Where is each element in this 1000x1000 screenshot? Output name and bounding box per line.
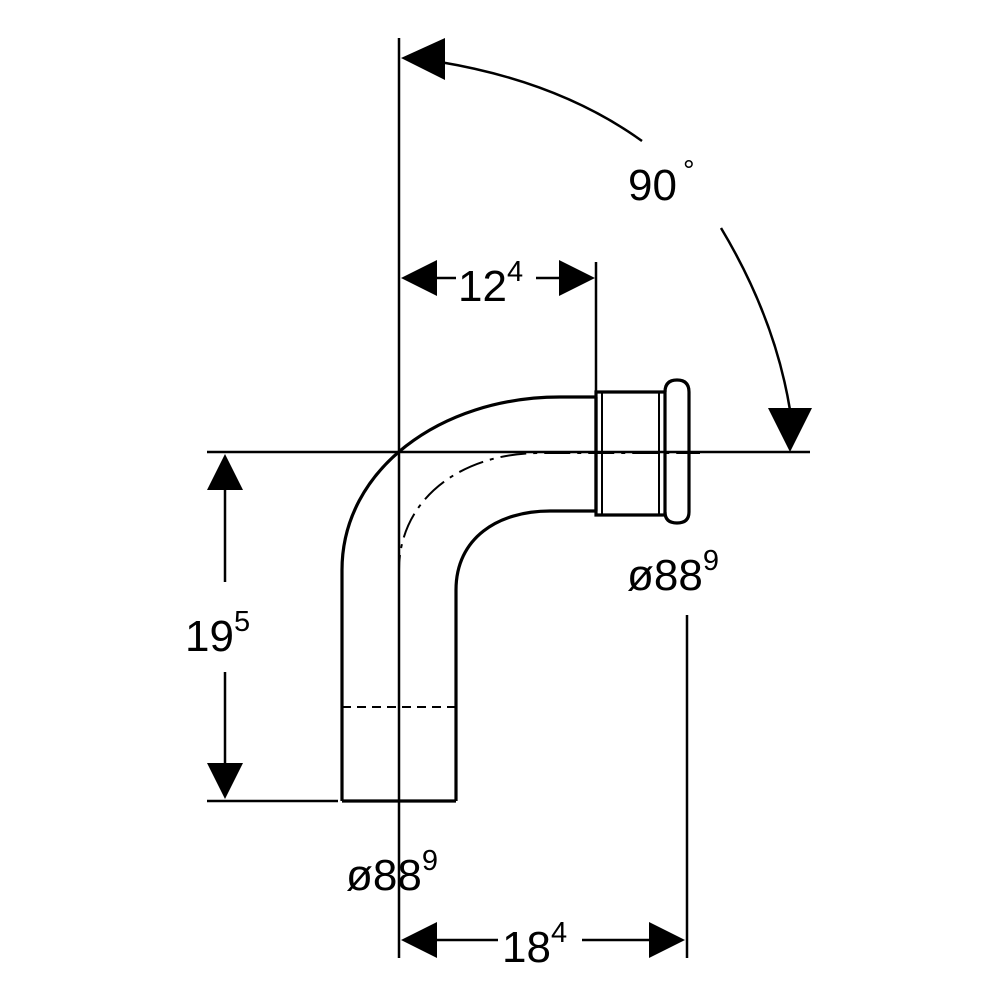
top-offset-dimension	[401, 260, 595, 296]
bottom-offset-dimension	[401, 922, 685, 958]
angle-arc-lower	[719, 227, 792, 411]
diameter-right-value: ø88	[627, 551, 703, 600]
height-arrow-bottom	[207, 763, 243, 799]
angle-arc-upper	[439, 60, 643, 143]
pipe-outer-wall	[340, 395, 596, 801]
pipe-bend	[340, 395, 596, 803]
angle-unit: °	[683, 155, 695, 187]
diameter-bottom-superscript: 9	[422, 845, 438, 877]
angle-arrow-top	[401, 38, 445, 80]
top-offset-value: 12	[458, 262, 507, 311]
top-offset-superscript: 4	[507, 256, 523, 288]
pipe-inner-wall	[454, 509, 596, 801]
top-offset-label: 124	[458, 256, 523, 311]
bottom-offset-arrow-right	[649, 922, 685, 958]
bottom-offset-label: 184	[502, 917, 567, 972]
top-offset-arrow-right	[559, 260, 595, 296]
diameter-bottom-label: ø889	[346, 845, 438, 900]
height-dimension	[207, 454, 243, 799]
height-superscript: 5	[234, 606, 250, 638]
diameter-bottom-value: ø88	[346, 851, 422, 900]
bottom-offset-arrow-left	[401, 922, 437, 958]
height-label: 195	[185, 606, 250, 661]
angle-label: 90°	[628, 155, 695, 210]
diameter-right-label: ø889	[627, 545, 719, 600]
height-arrow-top	[207, 454, 243, 490]
reference-lines	[207, 38, 810, 958]
bottom-offset-superscript: 4	[551, 917, 567, 949]
angle-dimension	[401, 38, 812, 452]
top-offset-arrow-left	[401, 260, 437, 296]
diameter-right-superscript: 9	[703, 545, 719, 577]
height-value: 19	[185, 612, 234, 661]
pipe-centerline	[398, 452, 700, 801]
angle-arrow-bottom	[768, 408, 812, 452]
angle-value: 90	[628, 161, 677, 210]
bottom-offset-value: 18	[502, 923, 551, 972]
fitting-bead	[663, 378, 691, 525]
press-fitting	[594, 378, 691, 525]
